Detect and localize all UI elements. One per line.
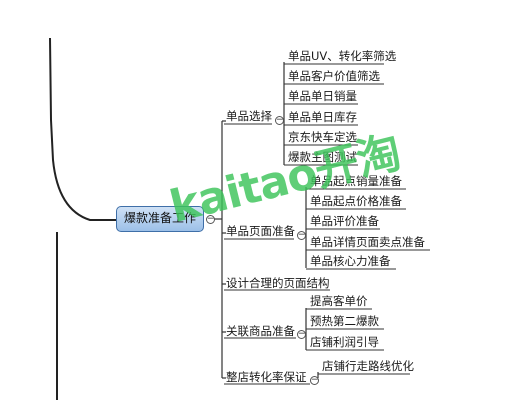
branch-1-toggle[interactable]: − xyxy=(297,230,306,240)
child-4-0[interactable]: 店铺行走路线优化 xyxy=(322,359,414,373)
child-0-1[interactable]: 单品客户价值筛选 xyxy=(288,69,380,83)
root-collapse-toggle[interactable]: − xyxy=(206,214,215,224)
child-3-0[interactable]: 提高客单价 xyxy=(310,294,368,308)
child-1-4[interactable]: 单品核心力准备 xyxy=(310,254,391,268)
child-0-3[interactable]: 单品单日库存 xyxy=(288,110,357,124)
branch-4-toggle[interactable]: − xyxy=(310,375,319,385)
root-node[interactable]: 爆款准备工作 xyxy=(116,206,204,232)
branch-label-0[interactable]: 单品选择 xyxy=(226,109,272,123)
branch-label-2[interactable]: 设计合理的页面结构 xyxy=(226,276,330,290)
child-1-3[interactable]: 单品详情页面卖点准备 xyxy=(310,235,425,249)
left-curve xyxy=(49,37,116,221)
child-3-1[interactable]: 预热第二爆款 xyxy=(310,314,379,328)
child-0-0[interactable]: 单品UV、转化率筛选 xyxy=(288,49,397,63)
branch-label-1[interactable]: 单品页面准备 xyxy=(226,224,295,238)
child-0-5[interactable]: 爆款主图测试 xyxy=(288,150,357,164)
child-1-0[interactable]: 单品起点销量准备 xyxy=(310,174,402,188)
child-1-1[interactable]: 单品起点价格准备 xyxy=(310,194,402,208)
child-1-2[interactable]: 单品评价准备 xyxy=(310,214,379,228)
child-0-2[interactable]: 单品单日销量 xyxy=(288,89,357,103)
child-0-4[interactable]: 京东快车定选 xyxy=(288,130,357,144)
branch-3-toggle[interactable]: − xyxy=(297,329,306,339)
child-3-2[interactable]: 店铺利润引导 xyxy=(310,335,379,349)
branch-label-4[interactable]: 整店转化率保证 xyxy=(226,370,307,384)
branch-label-3[interactable]: 关联商品准备 xyxy=(226,324,295,338)
branch-0-toggle[interactable]: − xyxy=(275,115,284,125)
